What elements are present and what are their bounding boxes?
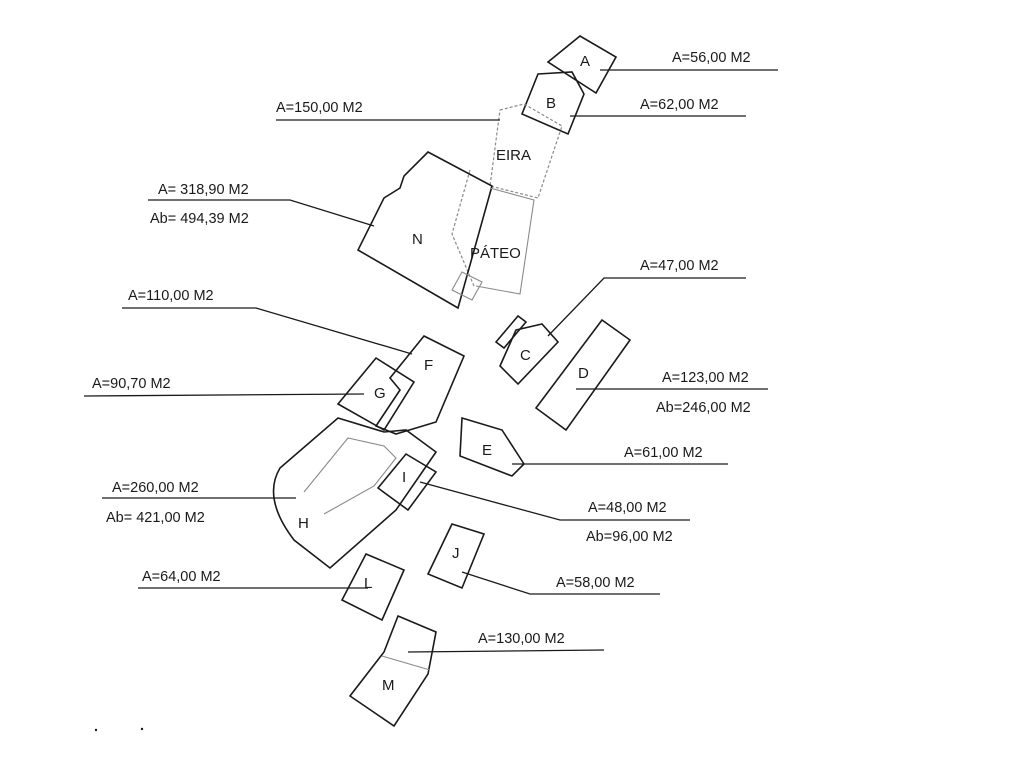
area-n-ab: Ab= 494,39 M2 [150, 211, 249, 227]
plot-label-b: B [546, 95, 556, 112]
leader-m [407, 649, 605, 653]
plot-label-n: N [412, 231, 423, 248]
area-eira: A=150,00 M2 [276, 100, 363, 116]
plot-label-f: F [424, 357, 433, 374]
plot-label-g: G [374, 385, 386, 402]
plot-label-m: M [382, 677, 395, 694]
leader-j [461, 571, 660, 595]
leader-i [419, 481, 690, 521]
plot-e-outline [459, 416, 526, 477]
area-e: A=61,00 M2 [624, 445, 703, 461]
area-n: A= 318,90 M2 [158, 182, 249, 198]
plot-m-outline [348, 614, 437, 728]
area-g: A=90,70 M2 [92, 376, 171, 392]
plot-label-pateo: PÁTEO [470, 245, 521, 262]
leader-f [122, 307, 413, 355]
area-h: A=260,00 M2 [112, 480, 199, 496]
plot-pateo-outline [475, 187, 535, 295]
plot-label-h: H [298, 515, 309, 532]
plot-i-outline [376, 452, 438, 512]
leader-n [148, 199, 375, 227]
area-m: A=130,00 M2 [478, 631, 565, 647]
area-b: A=62,00 M2 [640, 97, 719, 113]
plot-label-j: J [452, 545, 460, 562]
plot-c-annex [494, 314, 528, 350]
area-f: A=110,00 M2 [128, 288, 214, 304]
plot-b-outline [520, 71, 585, 136]
plot-label-a: A [580, 53, 590, 70]
plot-m-divider [381, 655, 431, 671]
leader-g [83, 393, 365, 397]
plot-n-outline [356, 151, 493, 310]
plot-label-c: C [520, 347, 531, 364]
area-i: A=48,00 M2 [588, 500, 667, 516]
plot-h-inner-outline [303, 437, 397, 515]
plot-d-outline [534, 318, 632, 432]
plot-label-i: I [402, 469, 406, 486]
plot-a-outline [546, 35, 618, 95]
plot-l-outline [340, 552, 406, 622]
area-i-ab: Ab=96,00 M2 [586, 529, 673, 545]
plot-g-outline [336, 356, 416, 432]
eira-inner-line [451, 169, 475, 287]
area-h-ab: Ab= 421,00 M2 [106, 510, 205, 526]
plot-j-outline [426, 523, 486, 590]
plot-label-l: L [364, 575, 372, 592]
area-l: A=64,00 M2 [142, 569, 221, 585]
corner-dot-2 [140, 727, 144, 731]
area-a: A=56,00 M2 [672, 50, 751, 66]
pateo-small-box [451, 271, 483, 301]
plot-eira-outline [489, 103, 563, 199]
leader-c [547, 277, 746, 337]
area-c: A=47,00 M2 [640, 258, 719, 274]
area-j: A=58,00 M2 [556, 575, 635, 591]
plot-h-outline [272, 417, 438, 570]
area-d-ab: Ab=246,00 M2 [656, 400, 751, 416]
plot-label-eira: EIRA [496, 147, 531, 164]
plot-label-d: D [578, 365, 589, 382]
plot-f-outline [374, 334, 466, 435]
plot-c-outline [499, 323, 560, 386]
plot-label-e: E [482, 442, 492, 459]
corner-dot-1 [94, 728, 98, 732]
area-d: A=123,00 M2 [662, 370, 749, 386]
